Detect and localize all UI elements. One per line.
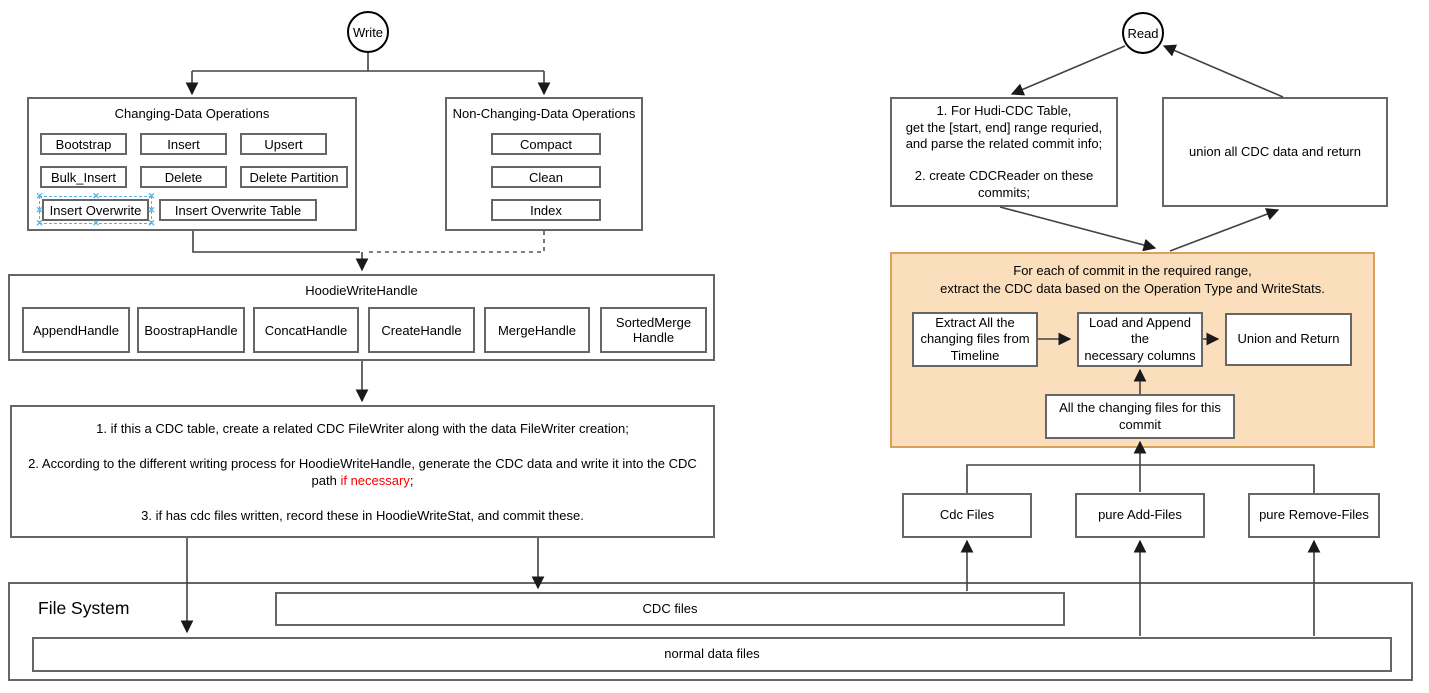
- wire-non-changing-to-handle-dashed: [366, 231, 545, 253]
- cdc-files-source-box[interactable]: Cdc Files: [902, 493, 1032, 538]
- selection-handle[interactable]: [35, 206, 44, 215]
- selection-handle[interactable]: [92, 192, 101, 201]
- read-plan-note-box[interactable]: 1. For Hudi-CDC Table, get the [start, e…: [890, 97, 1118, 207]
- write-note-step2: 2. According to the different writing pr…: [28, 455, 697, 488]
- union-all-cdc-box[interactable]: union all CDC data and return: [1162, 97, 1388, 207]
- handle-sorted-merge[interactable]: SortedMerge Handle: [600, 307, 707, 353]
- pure-remove-files-box[interactable]: pure Remove-Files: [1248, 493, 1380, 538]
- write-start-node[interactable]: Write: [347, 11, 389, 53]
- pure-add-files-box[interactable]: pure Add-Files: [1075, 493, 1205, 538]
- selection-handle[interactable]: [147, 192, 156, 201]
- non-changing-ops-box[interactable]: Non-Changing-Data Operations Compact Cle…: [445, 97, 643, 231]
- handle-create[interactable]: CreateHandle: [368, 307, 475, 353]
- arrow-per-commit-to-union: [1169, 208, 1280, 252]
- arrow-plan-to-per-commit: [999, 206, 1157, 252]
- changing-ops-title: Changing-Data Operations: [114, 106, 270, 121]
- op-bootstrap[interactable]: Bootstrap: [40, 133, 127, 155]
- load-append-columns-box[interactable]: Load and Append the necessary columns: [1077, 312, 1203, 367]
- if-necessary-highlight: if necessary: [340, 472, 410, 488]
- arrow-union-to-read: [1162, 44, 1284, 98]
- selection-handle[interactable]: [92, 219, 101, 228]
- handle-boostrap[interactable]: BoostrapHandle: [137, 307, 245, 353]
- file-system-label: File System: [38, 598, 130, 618]
- changing-ops-box[interactable]: Changing-Data Operations Bootstrap Inser…: [27, 97, 357, 231]
- read-start-label: Read: [1127, 25, 1159, 41]
- op-delete-partition[interactable]: Delete Partition: [240, 166, 348, 188]
- selection-handle[interactable]: [35, 192, 44, 201]
- selection-handle[interactable]: [35, 219, 44, 228]
- handle-concat[interactable]: ConcatHandle: [253, 307, 359, 353]
- handle-append[interactable]: AppendHandle: [22, 307, 130, 353]
- hoodie-write-handle-box[interactable]: HoodieWriteHandle AppendHandle BoostrapH…: [8, 274, 715, 361]
- read-start-node[interactable]: Read: [1122, 12, 1164, 54]
- op-compact[interactable]: Compact: [491, 133, 601, 155]
- write-note-step3: 3. if has cdc files written, record thes…: [141, 507, 584, 523]
- all-changing-files-box[interactable]: All the changing files for this commit: [1045, 394, 1235, 439]
- selection-handle[interactable]: [147, 219, 156, 228]
- non-changing-ops-title: Non-Changing-Data Operations: [452, 106, 636, 121]
- write-cdc-note-box[interactable]: 1. if this a CDC table, create a related…: [10, 405, 715, 538]
- selection-handle[interactable]: [147, 206, 156, 215]
- op-bulk-insert[interactable]: Bulk_Insert: [40, 166, 127, 188]
- op-insert-overwrite[interactable]: Insert Overwrite: [35, 192, 156, 228]
- handle-merge[interactable]: MergeHandle: [484, 307, 590, 353]
- op-index[interactable]: Index: [491, 199, 601, 221]
- write-note-step1: 1. if this a CDC table, create a related…: [96, 421, 629, 436]
- hoodie-write-handle-title: HoodieWriteHandle: [305, 283, 418, 298]
- op-upsert[interactable]: Upsert: [240, 133, 327, 155]
- wire-changing-to-handle: [192, 231, 360, 253]
- write-start-label: Write: [352, 24, 384, 40]
- op-delete[interactable]: Delete: [140, 166, 227, 188]
- op-insert[interactable]: Insert: [140, 133, 227, 155]
- op-clean[interactable]: Clean: [491, 166, 601, 188]
- fs-cdc-files-box[interactable]: CDC files: [275, 592, 1065, 626]
- wire-file-types-bus: [966, 464, 1315, 493]
- fs-normal-data-files-box[interactable]: normal data files: [32, 637, 1392, 672]
- per-commit-title: For each of commit in the required range…: [940, 263, 1325, 296]
- extract-changing-files-box[interactable]: Extract All the changing files from Time…: [912, 312, 1038, 367]
- op-insert-overwrite-table[interactable]: Insert Overwrite Table: [159, 199, 317, 221]
- arrow-read-to-plan: [1010, 45, 1126, 96]
- union-and-return-box[interactable]: Union and Return: [1225, 313, 1352, 366]
